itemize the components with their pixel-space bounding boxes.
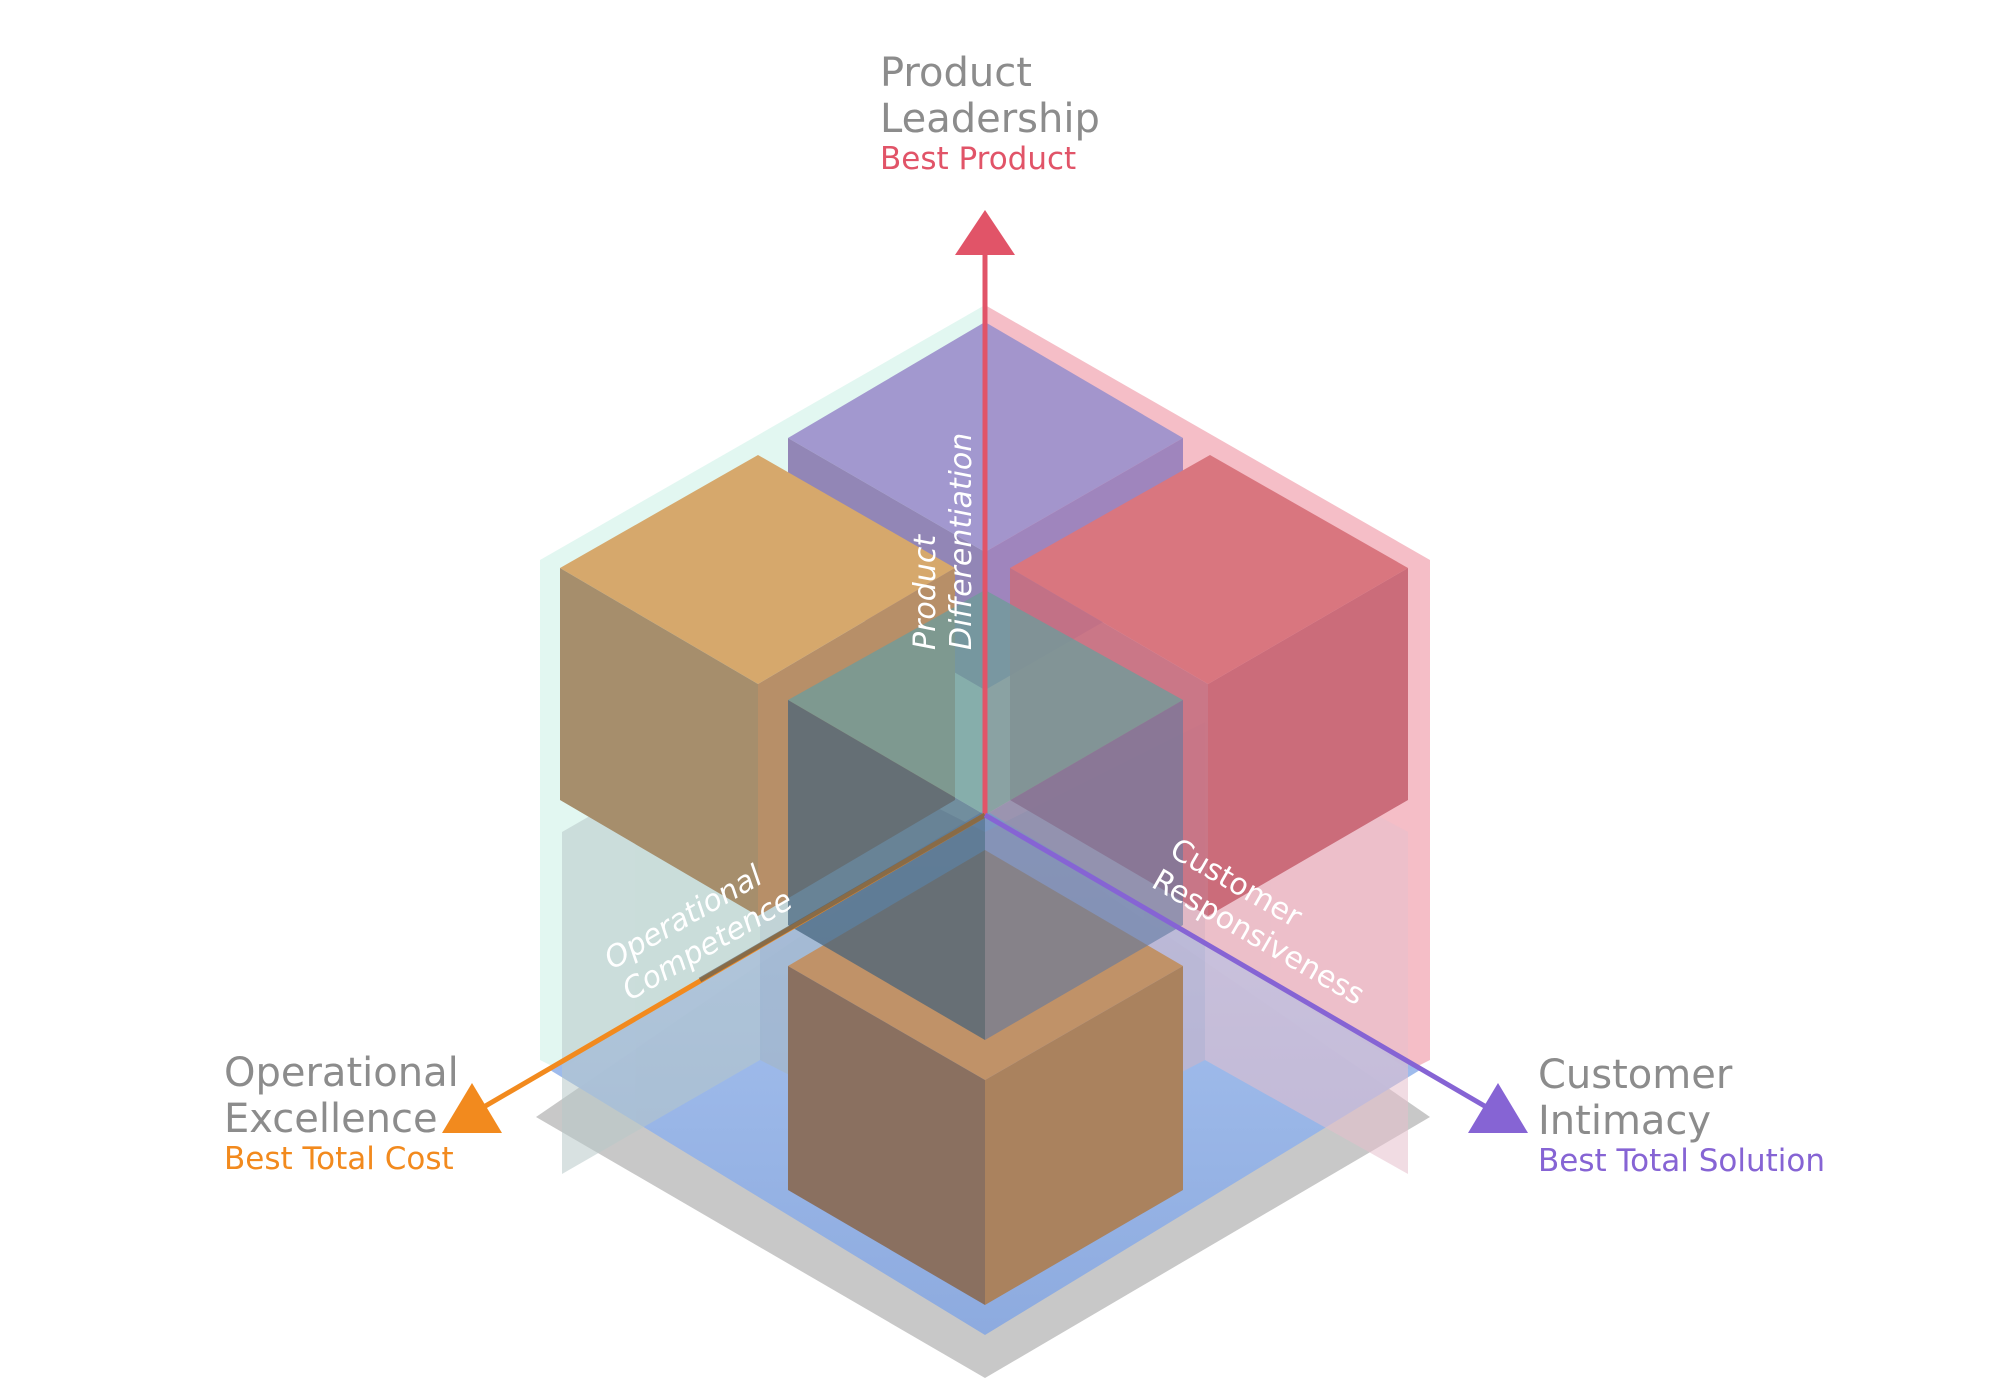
axis-subtitle-top: Best Product: [880, 141, 1077, 177]
svg-text:Differentiation: Differentiation: [944, 433, 979, 650]
axis-label-right: Customer Intimacy Best Total Solution: [1538, 1052, 1825, 1180]
axis-title-left-1: Operational: [224, 1050, 459, 1096]
axis-title-right-1: Customer: [1538, 1052, 1733, 1098]
axis-operational-excellence: [442, 812, 987, 1133]
axis-title-right-2: Intimacy: [1538, 1098, 1712, 1144]
axis-title-top-1: Product: [880, 50, 1032, 96]
arrow-up-icon: [955, 210, 1015, 255]
axis-subtitle-right: Best Total Solution: [1538, 1143, 1826, 1179]
axis-title-top-2: Leadership: [880, 96, 1100, 142]
axis-subtitle-left: Best Total Cost: [224, 1141, 454, 1177]
inner-label-product: Product Differentiation: [908, 433, 979, 650]
axis-label-top: Product Leadership Best Product: [880, 50, 1100, 178]
arrow-left-icon: [442, 1083, 502, 1133]
svg-text:Product: Product: [908, 534, 943, 650]
arrow-right-icon: [1468, 1083, 1528, 1133]
axis-customer-intimacy: [983, 812, 1528, 1133]
axis-product-leadership: [955, 210, 1015, 815]
axis-label-left: Operational Excellence Best Total Cost: [224, 1050, 459, 1178]
axis-title-left-2: Excellence: [224, 1096, 438, 1142]
